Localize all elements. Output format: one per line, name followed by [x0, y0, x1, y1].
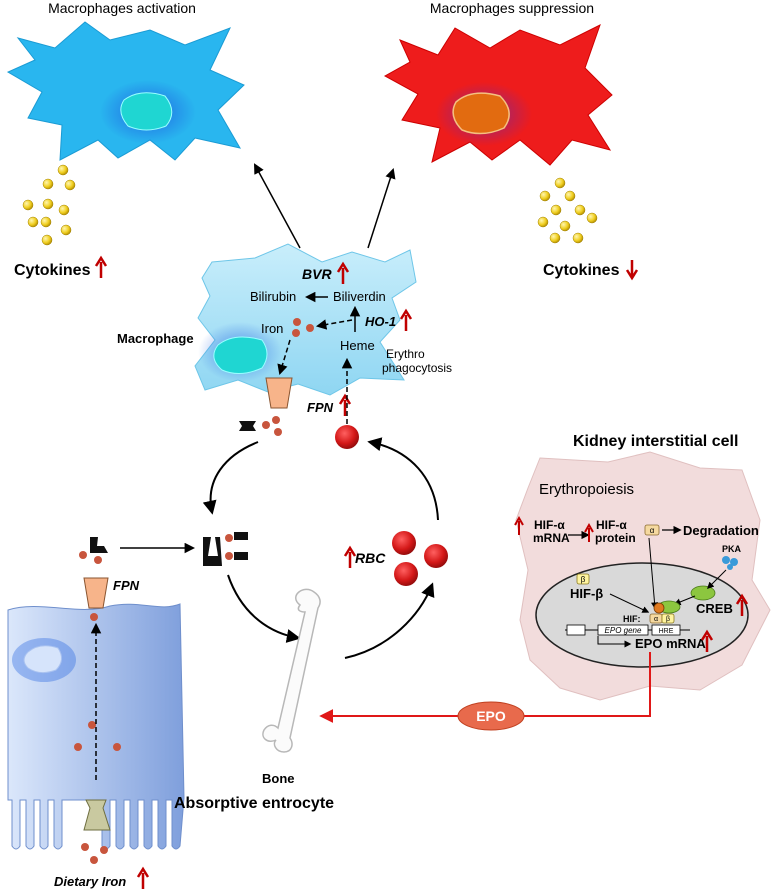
- heme-label: Heme: [340, 338, 375, 353]
- arrow-hif-b-to-complex: [609, 593, 650, 613]
- complex-beta: β: [666, 616, 670, 623]
- title-macrophage-activation: Macrophages activation: [48, 0, 196, 16]
- hif-a-mrna-up-arrow: [514, 515, 524, 535]
- hif-complex: α β: [649, 600, 681, 624]
- activated-nucleus: [120, 92, 173, 131]
- ho1-label: HO-1: [365, 314, 396, 329]
- dietary-iron-up-arrow: [136, 866, 150, 889]
- fpn-entrocyte-label: FPN: [113, 578, 140, 593]
- hif-a-subunit-box: [644, 524, 660, 536]
- hif-a-protein-up-arrow: [584, 522, 594, 542]
- title-macrophage-suppression: Macrophages suppression: [430, 0, 594, 16]
- suppressed-nucleus: [452, 92, 510, 135]
- creb-shape: [690, 585, 716, 601]
- epo-mrna-label: EPO mRNA: [635, 636, 706, 651]
- hif-a-subunit-alpha: α: [650, 526, 655, 535]
- transferrin-iron-complex: [203, 532, 248, 566]
- epo-ellipse: [457, 701, 525, 731]
- cytokines-right-down-arrow: [625, 260, 639, 281]
- bvr-up-arrow: [336, 261, 350, 284]
- central-macrophage: [194, 243, 417, 396]
- bone-shape: [262, 588, 321, 753]
- biliverdin-label: Biliverdin: [333, 289, 386, 304]
- degradation-label: Degradation: [683, 523, 759, 538]
- arrow-to-activation: [253, 163, 301, 249]
- arrow-heme-to-iron: [315, 319, 353, 330]
- ho1-up-arrow: [399, 308, 413, 331]
- cycle-arrow-left: [202, 441, 259, 515]
- epo-label: EPO: [476, 708, 506, 724]
- entrocyte-top-iron-dots: [79, 551, 102, 564]
- bone-label: Bone: [262, 771, 295, 786]
- hepcidin-shape-2: [90, 537, 108, 553]
- pka-label: PKA: [722, 544, 742, 554]
- fpn-channel-entrocyte: [83, 577, 109, 609]
- rbc-single: [335, 425, 359, 449]
- dmt1-channel: [83, 799, 111, 831]
- epo-path-to-bone: [319, 652, 651, 723]
- iron-label: Iron: [261, 321, 283, 336]
- arrow-iron-to-fpn: [277, 339, 291, 376]
- absorptive-entrocyte-cell: [7, 603, 185, 850]
- bilirubin-label: Bilirubin: [250, 289, 296, 304]
- complex-alpha: α: [654, 616, 658, 623]
- creb-label: CREB: [696, 601, 733, 616]
- macrophage-iron-dots: [292, 318, 314, 337]
- rbc-cluster: [392, 531, 448, 586]
- hif-label: HIF:: [623, 614, 641, 624]
- arrow-gene-to-mrna: [597, 636, 632, 648]
- epo-gene-label: EPO gene: [605, 626, 642, 635]
- hre-label: HRE: [659, 628, 674, 635]
- absorptive-entrocyte-label: Absorptive entrocyte: [174, 795, 334, 812]
- dietary-iron-label: Dietary Iron: [54, 874, 126, 889]
- hre-box: [651, 624, 681, 636]
- rbc-label: RBC: [355, 550, 386, 566]
- cytokines-left-up-arrow: [94, 255, 108, 278]
- erythrophagocytosis-label-1: Erythro: [386, 347, 425, 361]
- hif-b-label: HIF-β: [570, 586, 603, 601]
- epo-gene-box: [597, 624, 649, 636]
- entrocyte-nucleus: [23, 645, 62, 674]
- released-iron-dots: [262, 416, 282, 436]
- dietary-iron-dots: [81, 843, 108, 864]
- arrow-pka-to-creb: [707, 569, 727, 589]
- arrow-to-suppression: [367, 168, 396, 249]
- fpn-macrophage-up-arrow: [338, 393, 352, 416]
- hepcidin-shape-1: [239, 421, 256, 431]
- fpn-macrophage-label: FPN: [307, 400, 334, 415]
- hif-b-subunit-box: [576, 573, 590, 585]
- pka-icon: [722, 556, 738, 570]
- creb-up-arrow: [735, 593, 749, 616]
- suppressed-macrophage: [383, 24, 613, 166]
- hif-a-mrna-label-2: mRNA: [533, 531, 570, 545]
- entrocyte-inner-iron-dots: [74, 613, 121, 751]
- cytokines-right-label: Cytokines: [543, 262, 620, 279]
- arrow-hif-a-to-complex: [648, 537, 659, 610]
- hif-b-subunit-beta: β: [581, 575, 586, 584]
- central-nucleus: [213, 336, 268, 374]
- hif-a-protein-label-2: protein: [595, 531, 636, 545]
- bvr-label: BVR: [302, 266, 332, 282]
- rbc-up-arrow: [343, 545, 357, 568]
- hif-a-protein-label-1: HIF-α: [596, 518, 627, 532]
- erythrophagocytosis-label-2: phagocytosis: [382, 361, 452, 375]
- cycle-arrow-right-up: [367, 437, 439, 521]
- erythropoiesis-label: Erythropoiesis: [539, 481, 634, 498]
- epo-mrna-up-arrow: [700, 629, 714, 652]
- cycle-arrow-to-bone: [227, 574, 301, 643]
- hif-a-mrna-label-1: HIF-α: [534, 518, 565, 532]
- fpn-channel-macrophage: [265, 377, 293, 409]
- cytokines-left-dots: [22, 164, 76, 246]
- arrow-creb-to-complex: [673, 595, 696, 606]
- cycle-arrow-bone-to-rbc: [344, 582, 435, 659]
- kidney-title: Kidney interstitial cell: [573, 433, 738, 450]
- macrophage-label: Macrophage: [117, 331, 194, 346]
- cytokines-left-label: Cytokines: [14, 262, 91, 279]
- cytokines-right-dots: [537, 177, 598, 244]
- activated-macrophage: [6, 21, 245, 161]
- dna-box-left: [566, 624, 586, 636]
